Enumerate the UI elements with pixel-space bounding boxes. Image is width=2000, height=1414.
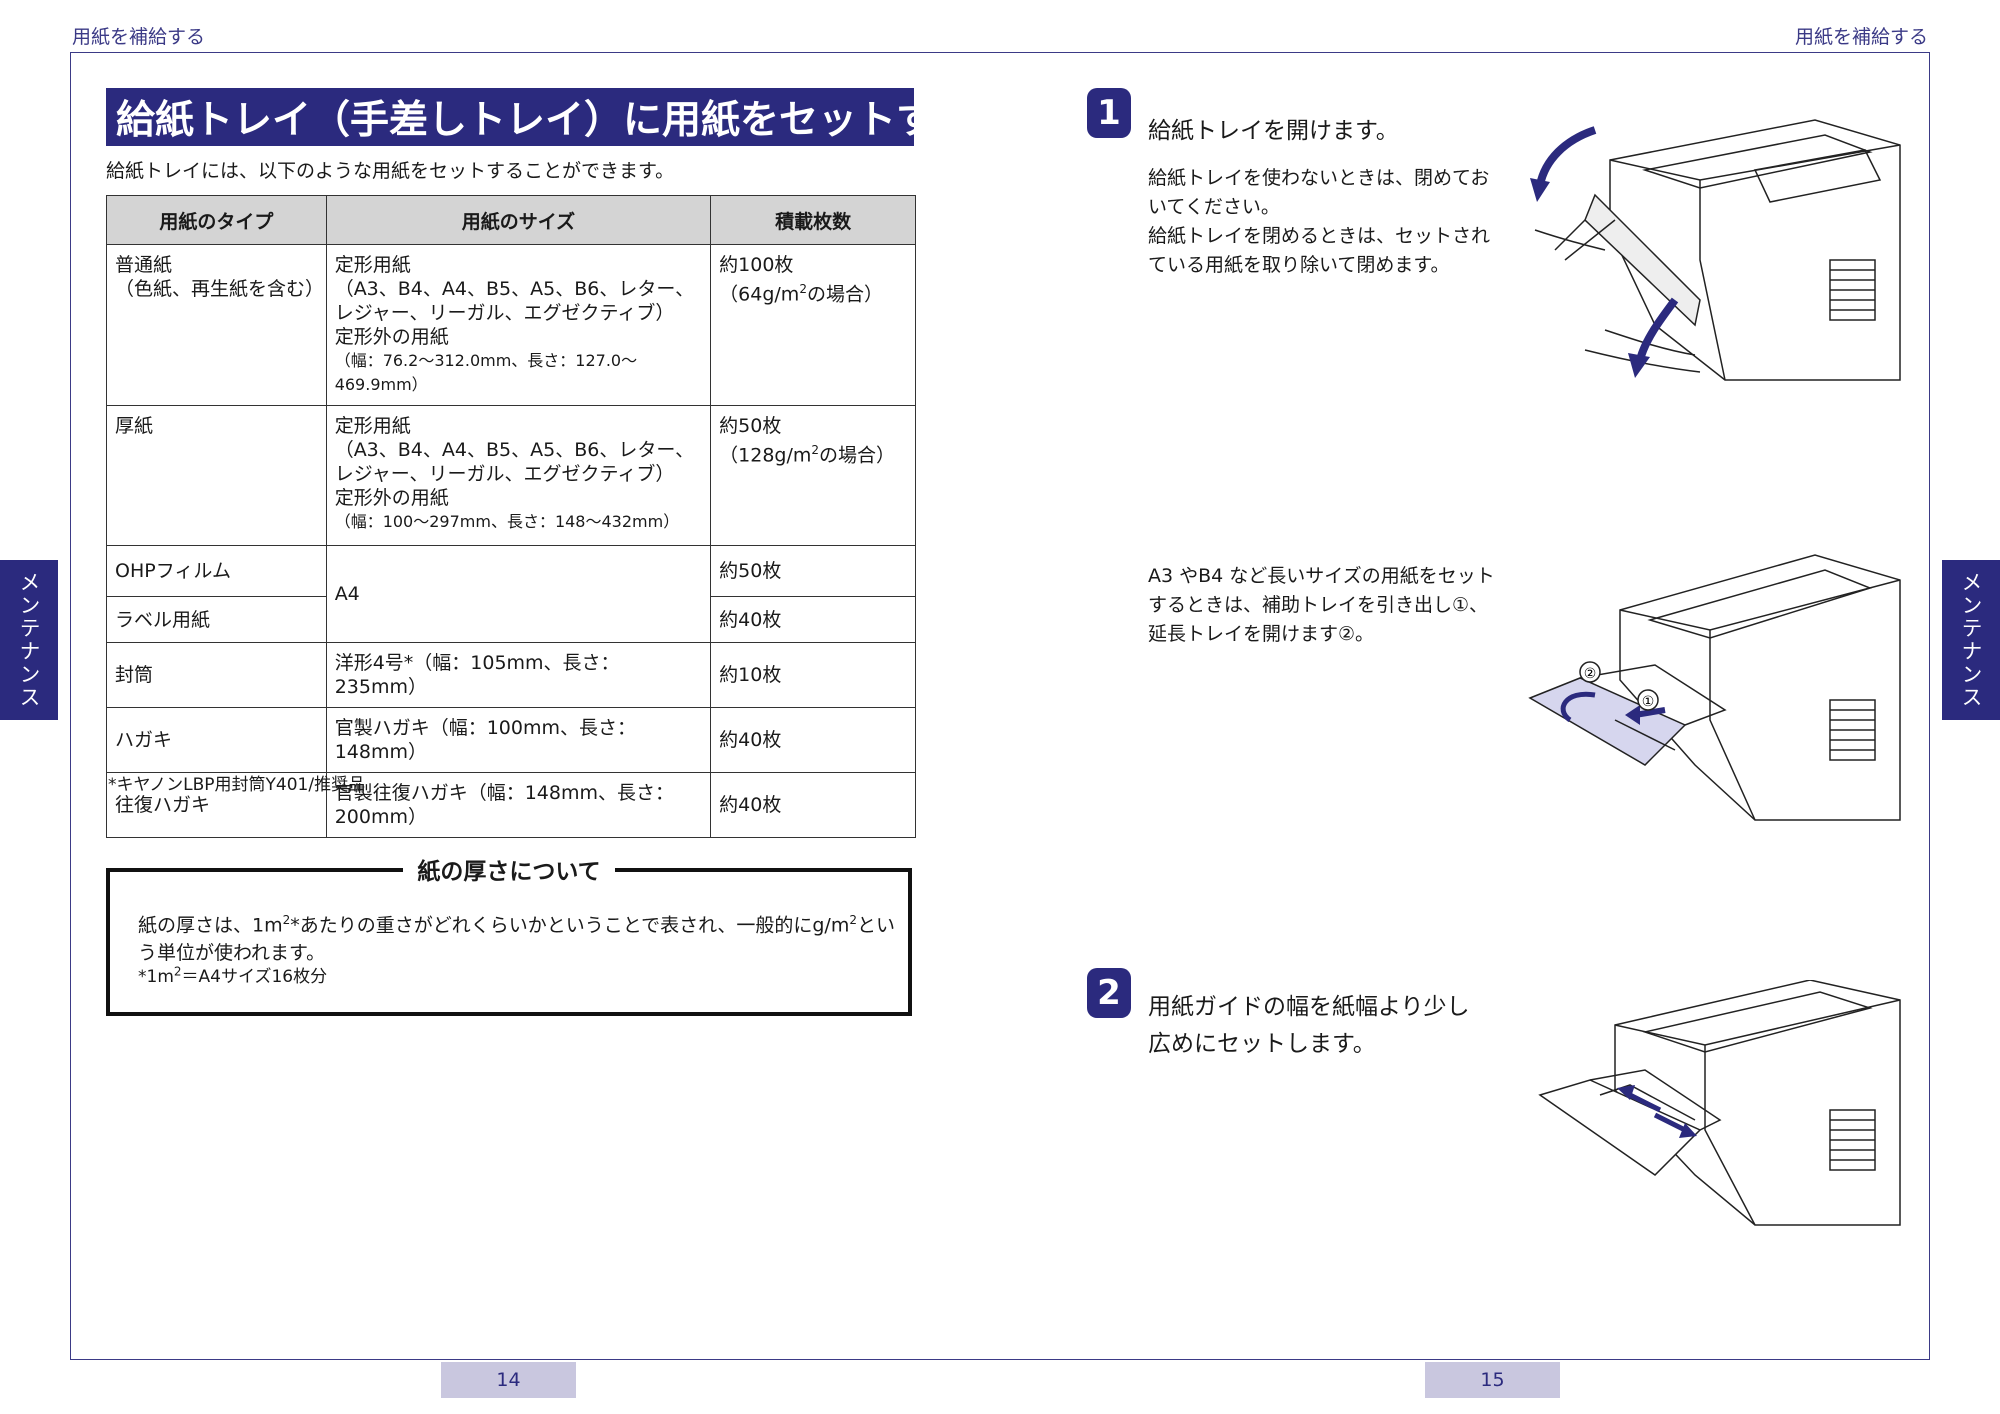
page-number-left: 14	[441, 1362, 576, 1398]
size-cell: 官製往復ハガキ（幅：148mm、長さ：200mm）	[325, 772, 712, 838]
table-row: OHPフィルム A4 約50枚	[106, 545, 916, 643]
step-1-body-3: A3 やB4 など長いサイズの用紙をセットするときは、補助トレイを引き出し①、延…	[1148, 565, 1495, 645]
count-cell: 約40枚	[710, 772, 916, 838]
table-row: 厚紙 定形用紙 （A3、B4、A4、B5、A5、B6、レター、 レジャー、リーガ…	[106, 405, 916, 546]
paper-guide-illustration	[1538, 980, 1901, 1226]
count-cell: 約100枚 （64g/m2の場合）	[710, 244, 916, 406]
table-row: ラベル用紙 約40枚	[106, 596, 916, 643]
table-row: 普通紙 （色紙、再生紙を含む） 定形用紙 （A3、B4、A4、B5、A5、B6、…	[106, 244, 916, 406]
type-cell: 封筒	[106, 642, 327, 708]
table-footnote: *キヤノンLBP用封筒Y401/推奨品	[108, 775, 366, 795]
size-cell: 官製ハガキ（幅：100mm、長さ：148mm）	[325, 707, 712, 773]
marker-1: ①	[1642, 694, 1655, 710]
column-header: 用紙のタイプ	[106, 195, 327, 245]
step-number-1: 1	[1087, 88, 1131, 138]
count-cell: 約50枚 （128g/m2の場合）	[710, 405, 916, 546]
size-cell: A4	[325, 545, 712, 643]
step-2-title-line2: 広めにセットします。	[1148, 1031, 1376, 1057]
type-cell: 厚紙	[106, 405, 327, 546]
running-header-right: 用紙を補給する	[1794, 26, 1928, 48]
count-cell: 約10枚	[710, 642, 916, 708]
count-cell: 約40枚	[710, 707, 916, 773]
section-title: 給紙トレイ（手差しトレイ）に用紙をセットする	[106, 88, 974, 146]
type-cell: ハガキ	[106, 707, 327, 773]
type-cell: 普通紙 （色紙、再生紙を含む）	[106, 244, 327, 406]
table-row: 封筒 洋形4号*（幅：105mm、長さ：235mm） 約10枚	[106, 642, 916, 708]
page-number-right: 15	[1425, 1362, 1560, 1398]
step-1-title: 給紙トレイを開けます。	[1148, 118, 1399, 144]
table-header-row: 用紙のタイプ 用紙のサイズ 積載枚数	[106, 195, 916, 245]
note-body: 紙の厚さは、1m2*あたりの重さがどれくらいかということで表され、一般的にg/m…	[138, 913, 895, 965]
size-cell: 洋形4号*（幅：105mm、長さ：235mm）	[325, 642, 712, 708]
marker-2: ②	[1584, 666, 1597, 682]
intro-text: 給紙トレイには、以下のような用紙をセットすることができます。	[106, 160, 675, 182]
step-number-2: 2	[1087, 968, 1131, 1018]
table-row: 往復ハガキ 官製往復ハガキ（幅：148mm、長さ：200mm） 約40枚	[106, 772, 916, 838]
note-subnote: *1m2＝A4サイズ16枚分	[138, 964, 328, 987]
table-row: ハガキ 官製ハガキ（幅：100mm、長さ：148mm） 約40枚	[106, 707, 916, 773]
column-header: 積載枚数	[710, 195, 916, 245]
extension-tray-illustration: ② ①	[1528, 554, 1901, 821]
side-tab-left[interactable]: メンテナンス	[0, 560, 58, 720]
step-1-body-1: 給紙トレイを使わないときは、閉めておいてください。	[1148, 167, 1490, 218]
size-cell: 定形用紙 （A3、B4、A4、B5、A5、B6、レター、 レジャー、リーガル、エ…	[325, 405, 712, 546]
step-2-title-line1: 用紙ガイドの幅を紙幅より少し	[1148, 994, 1470, 1020]
note-title: 紙の厚さについて	[106, 852, 912, 886]
side-tab-right[interactable]: メンテナンス	[1942, 560, 2000, 720]
printer-open-tray-illustration	[1530, 119, 1901, 381]
step-1-body-2: 給紙トレイを閉めるときは、セットされている用紙を取り除いて閉めます。	[1148, 225, 1491, 276]
count-cell: 約40枚	[710, 596, 916, 643]
running-header-left: 用紙を補給する	[72, 26, 206, 48]
size-cell: 定形用紙 （A3、B4、A4、B5、A5、B6、レター、 レジャー、リーガル、エ…	[325, 244, 712, 406]
column-header: 用紙のサイズ	[325, 195, 712, 245]
paper-spec-table: 用紙のタイプ 用紙のサイズ 積載枚数 普通紙 （色紙、再生紙を含む） 定形用紙 …	[106, 195, 916, 838]
type-cell: OHPフィルム	[106, 545, 327, 597]
type-cell: ラベル用紙	[106, 596, 327, 643]
count-cell: 約50枚	[710, 545, 916, 597]
page-frame	[70, 52, 1930, 1360]
